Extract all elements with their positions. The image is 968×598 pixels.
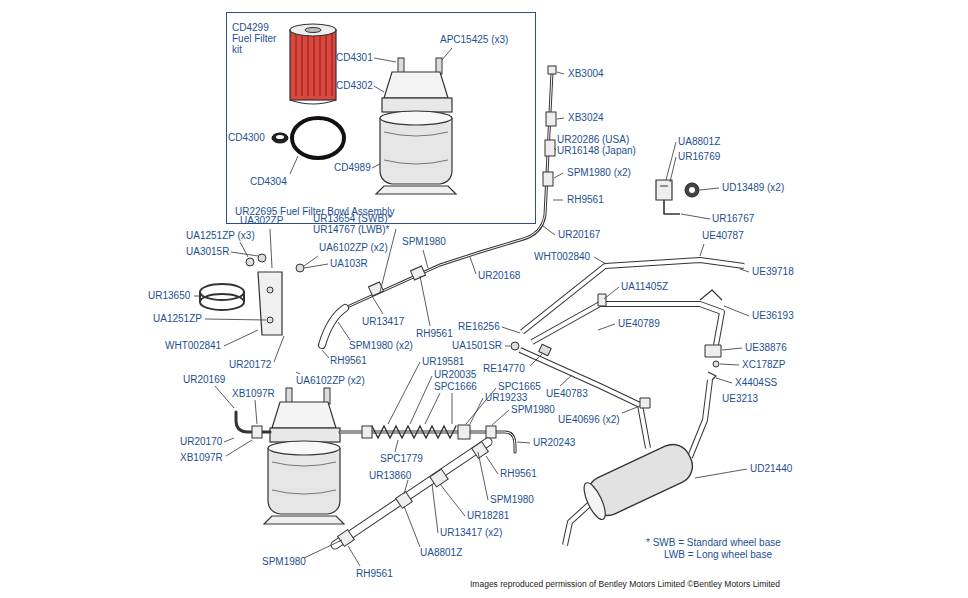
part-number: UE3213 [722,393,758,405]
part-number: RH9561 [356,568,393,580]
part-number: SPM1980 [262,556,306,568]
part-number: XB1097R [180,452,223,464]
part-number: XC178ZP [742,359,785,371]
part-number: UR18281 [467,510,509,522]
part-number: X4404SS [735,377,777,389]
part-number: UA11405Z [621,281,668,293]
part-number: SPM1980 [511,404,555,416]
exhaust-system [511,180,744,545]
part-number: UR20243 [533,437,575,449]
part-number: UR19233 [485,392,527,404]
part-number: SPC1665 [498,381,541,393]
part-number: UE39718 [752,266,794,278]
part-number: UR20167 [558,229,600,241]
part-number: UR20169 [183,374,225,386]
part-number: UE40696 (x2) [558,414,620,426]
part-number: CD4304 [250,176,287,188]
part-number: RH9561 [416,328,453,340]
part-number: SPC1666 [434,381,477,393]
part-number: CD4989 [334,162,371,174]
part-number: RE14770 [483,363,525,375]
mounting-bracket [200,254,304,335]
part-number: RH9561 [330,355,367,367]
leader-lines [194,48,749,566]
part-number: SPM1980 (x2) [349,340,413,352]
part-number: UE40789 [618,318,660,330]
part-number: UR13860 [369,470,411,482]
part-number: CD4301 [336,52,373,64]
part-number: UR20172 [229,359,271,371]
part-number: UA3015R [186,246,229,258]
footnote: LWB = Long wheel base [664,549,772,561]
part-number: UR20168 [478,270,520,282]
part-number: UE40783 [546,388,588,400]
part-number: UA1251ZP (x3) [186,230,255,242]
part-number: UR16769 [678,151,720,163]
part-number: UR13417 (x2) [440,527,502,539]
part-number: RE16256 [458,321,500,333]
credit-line: Images reproduced permission of Bentley … [470,578,780,590]
part-number: UR20035 [434,369,476,381]
part-number: UA1501SR [452,340,502,352]
part-number: UR13417 [362,316,404,328]
part-number: UE38876 [745,342,787,354]
part-number: UR16148 (Japan) [557,145,636,157]
part-number: XB1097R [232,388,275,400]
part-number: UA8801Z [678,136,720,148]
fuel-pipes [236,66,556,546]
part-number: UR14767 (LWB)* [313,224,390,236]
part-number: CD4302 [336,80,373,92]
part-number: UR20170 [180,436,222,448]
footnote: * SWB = Standard wheel base [646,537,781,549]
part-number: SPM1980 [490,494,534,506]
part-number: UA1251ZP [153,313,202,325]
part-number: RH9561 [567,194,604,206]
part-number: SPM1980 (x2) [567,167,631,179]
part-number: SPC1779 [380,453,423,465]
part-number: UD21440 [750,463,792,475]
part-number: UE36193 [752,310,794,322]
part-number: UA6102ZP (x2) [296,375,365,387]
part-number: WHT002841 [165,340,221,352]
part-number: UR13650 [148,290,190,302]
part-number: UA8801Z [420,547,462,559]
part-number: UR20286 (USA) [557,134,629,146]
part-number: UD13489 (x2) [722,182,784,194]
part-number: CD4299 Fuel Filter kit [232,22,282,55]
part-number: CD4300 [228,132,265,144]
part-number: XB3004 [568,68,604,80]
part-number: UR13654 (SWB)* [313,213,391,225]
part-number: UR16767 [712,213,754,225]
part-number: RH9561 [500,468,537,480]
part-number: UR19581 [422,356,464,368]
part-number: UA6102ZP (x2) [319,242,388,254]
part-number: WHT002840 [534,251,590,263]
part-number: APC15425 (x3) [440,34,508,46]
part-number: XB3024 [568,112,604,124]
part-number: UE40787 [702,230,744,242]
inset-parts [272,24,456,194]
part-number: SPM1980 [402,236,446,248]
part-number: UA103R [330,258,368,270]
part-number: UA302ZP [240,215,283,227]
